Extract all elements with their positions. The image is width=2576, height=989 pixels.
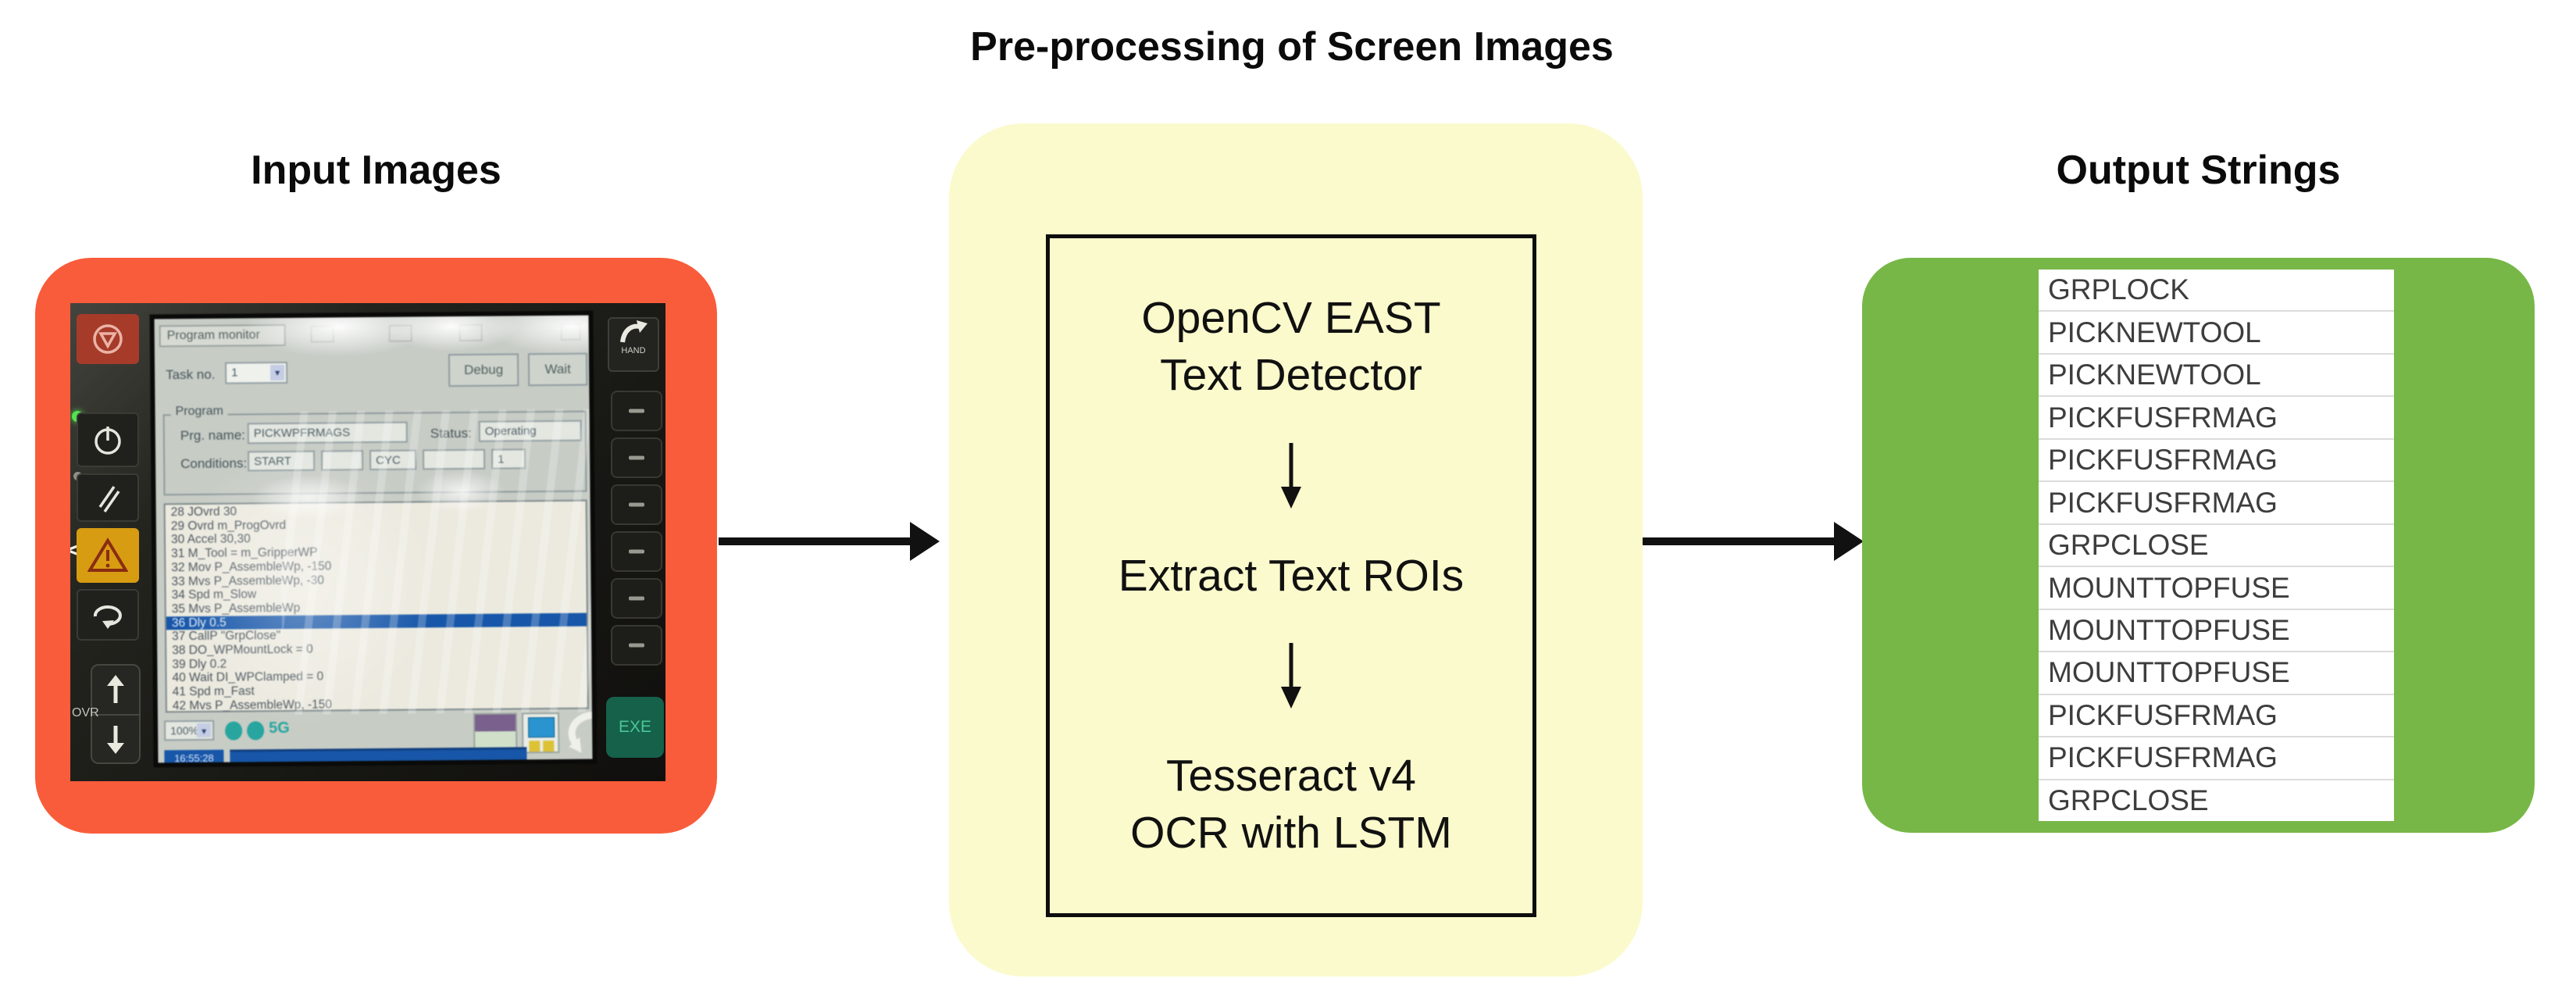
output-string-row: PICKNEWTOOL [2039,355,2394,398]
output-string-row: PICKNEWTOOL [2039,312,2394,355]
rotate-arrow-icon [93,605,122,629]
prg-name-field[interactable]: PICKWPFRMAGS [247,421,408,445]
wait-button[interactable]: Wait [527,352,588,387]
arrow-down-icon [107,726,124,754]
cycle-button[interactable] [77,589,139,641]
minus-icon [629,502,644,507]
condition-field[interactable] [321,450,364,471]
hand-key[interactable]: HAND [608,317,659,372]
output-string-row: PICKFUSFRMAG [2039,440,2394,483]
error-reset-button[interactable] [77,528,139,583]
input-section-title: Input Images [251,148,501,193]
debug-button[interactable]: Debug [448,353,519,387]
dropdown-arrow-icon[interactable]: ▾ [197,723,212,737]
task-no-label: Task no. [166,366,216,383]
ovr-label: OVR [72,706,99,719]
output-string-row: PICKFUSFRMAG [2039,397,2394,440]
jog-minus-key[interactable] [611,531,662,572]
io-monitor-icon[interactable] [521,712,560,754]
flow-arrow-input-to-preprocessing [719,522,940,561]
step-extract-rois: Extract Text ROIs [1118,550,1465,601]
output-strings-list: GRPLOCK PICKNEWTOOL PICKNEWTOOL PICKFUSF… [2039,270,2394,821]
down-arrow-icon [1281,442,1301,509]
jog-up-key[interactable] [92,666,139,714]
arrow-up-icon [107,675,124,703]
condition-num-field[interactable]: 1 [491,448,526,470]
prg-name-label: Prg. name: [180,427,246,444]
jog-minus-key[interactable] [611,437,662,478]
conditions-label: Conditions: [180,455,248,472]
jog-down-key[interactable] [92,714,139,762]
preprocessing-panel: OpenCV EAST Text Detector Extract Text R… [949,123,1643,977]
interrupt-button[interactable] [77,473,139,522]
teach-pendant-photo: < [70,303,665,781]
output-string-row: MOUNTTOPFUSE [2039,610,2394,653]
warning-triangle-icon [87,537,128,572]
jog-minus-key[interactable] [611,625,662,666]
program-group-label: Program [170,404,229,420]
undo-arrow-icon[interactable] [564,711,595,755]
minus-icon [629,455,644,460]
output-string-row: PICKFUSFRMAG [2039,737,2394,780]
jog-minus-key[interactable] [611,578,662,619]
output-string-row: GRPLOCK [2039,270,2394,312]
output-string-row: GRPCLOSE [2048,784,2209,816]
preprocessing-flow-box: OpenCV EAST Text Detector Extract Text R… [1046,234,1536,917]
output-string-row: MOUNTTOPFUSE [2039,567,2394,610]
minus-icon [629,643,644,648]
screen-status-bar: 100% ▾ 5G 1 [158,711,595,768]
slash-icon [98,486,120,512]
condition-field[interactable] [423,448,486,470]
output-section-title: Output Strings [2056,148,2341,193]
jog-updown-keys [91,664,141,764]
jog-minus-key[interactable] [611,484,662,525]
override-dropdown[interactable]: 100% ▾ [164,719,215,741]
pendant-screen: Program monitor Task no. 1 ▾ Debug Wait … [149,310,598,768]
power-button[interactable] [77,412,139,467]
step-tesseract-ocr: Tesseract v4 OCR with LSTM [1130,751,1452,859]
status-label: Status: [430,425,472,441]
output-strings-panel: GRPLOCK PICKNEWTOOL PICKNEWTOOL PICKFUSF… [1862,258,2535,833]
status-dot-icon [247,721,265,741]
condition-cyc-field[interactable]: CYC [369,449,417,471]
jog-minus-key[interactable] [611,391,662,431]
toolbar-ghost-icon [388,324,412,342]
minus-icon [629,409,644,413]
emergency-stop-button[interactable] [77,314,139,364]
toolbar-ghost-icon [310,325,334,343]
progress-bar [230,747,527,764]
output-string-row: PICKFUSFRMAG [2039,695,2394,738]
preprocessing-section-title: Pre-processing of Screen Images [970,24,1614,70]
output-string-row: MOUNTTOPFUSE [2039,652,2394,695]
task-no-dropdown[interactable]: 1 ▾ [225,361,288,384]
condition-start-field[interactable]: START [248,450,316,472]
toolbar-ghost-icon [458,323,483,342]
dropdown-arrow-icon[interactable]: ▾ [270,364,285,381]
exe-key[interactable]: EXE [606,697,664,758]
minus-icon [629,596,644,601]
servo-status-icon: 5G [269,719,290,737]
hand-arrow-icon [620,320,648,343]
output-string-row: GRPCLOSE [2039,525,2394,568]
program-listing[interactable]: 28 JOvrd 30 29 Ovrd m_ProgOvrd 30 Accel … [163,499,589,713]
output-string-row: PICKFUSFRMAG [2039,482,2394,525]
hand-key-label: HAND [621,346,646,355]
step-east-detector: OpenCV EAST Text Detector [1141,292,1441,400]
status-field[interactable]: Operating [478,420,582,442]
power-icon [95,427,121,455]
flow-arrow-preprocessing-to-output [1643,522,1864,561]
toolbar-ghost-icon [560,323,581,341]
minus-icon [629,549,644,554]
program-monitor-tab[interactable]: Program monitor [159,323,286,348]
stop-icon [93,324,123,354]
input-images-panel: < [35,258,717,834]
time-display: 16:55:28 [164,749,224,768]
down-arrow-icon [1281,643,1301,709]
status-dot-icon [225,721,243,741]
